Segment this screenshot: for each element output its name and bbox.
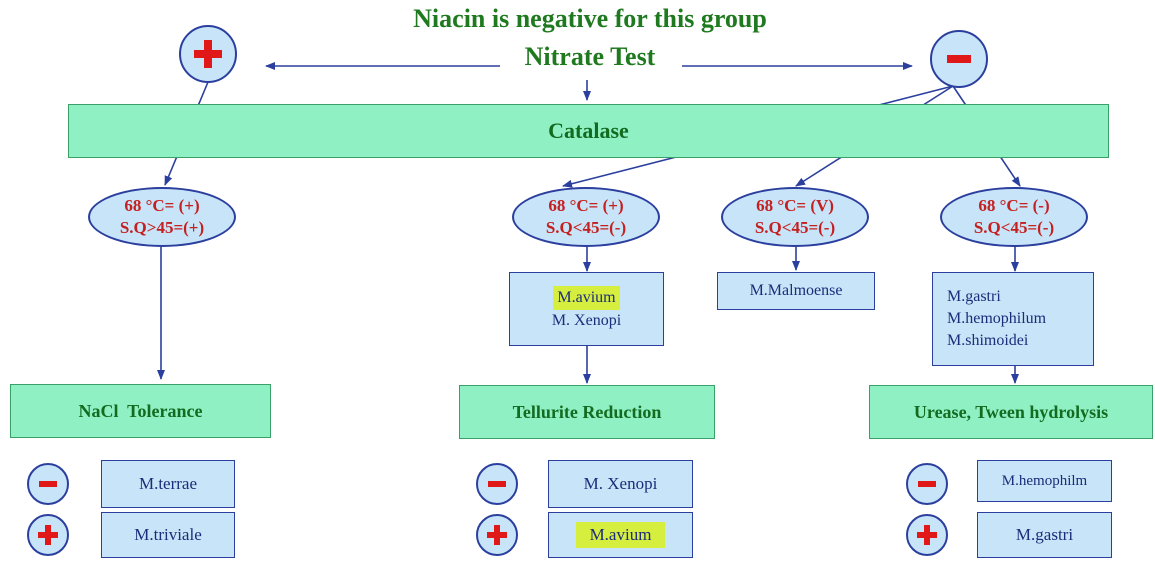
nitrate-test-label: Nitrate Test bbox=[524, 42, 656, 71]
nitrate-positive-circle bbox=[179, 25, 237, 83]
minus-icon bbox=[947, 55, 971, 63]
nitrate-negative-circle bbox=[930, 30, 988, 88]
catalase-bar: Catalase bbox=[68, 104, 1109, 158]
plus-icon bbox=[487, 525, 507, 545]
test-nacl-tolerance: NaCl Tolerance bbox=[10, 384, 271, 438]
condition-sq: S.Q<45=(-) bbox=[754, 218, 836, 237]
plus-icon bbox=[194, 40, 222, 68]
minus-icon bbox=[488, 481, 506, 487]
species-box-avium-group: M.avium M. Xenopi bbox=[509, 272, 664, 346]
positive-circle bbox=[906, 514, 948, 556]
test-urease-tween: Urease, Tween hydrolysis bbox=[869, 385, 1153, 439]
negative-circle bbox=[906, 463, 948, 505]
species-xenopi: M. Xenopi bbox=[551, 312, 622, 329]
negative-circle bbox=[27, 463, 69, 505]
result-negative-2: M. Xenopi bbox=[548, 460, 693, 508]
minus-icon bbox=[918, 481, 936, 487]
species-shimoidei: M.shimoidei bbox=[947, 332, 1029, 349]
minus-icon bbox=[39, 481, 57, 487]
result-negative-1: M.terrae bbox=[101, 460, 235, 508]
plus-icon bbox=[38, 525, 58, 545]
condition-temp: 68 °C= (+) bbox=[124, 196, 200, 215]
positive-circle bbox=[476, 514, 518, 556]
species-malmoense: M.Malmoense bbox=[749, 282, 843, 299]
condition-ellipse-3: 68 °C= (V) S.Q<45=(-) bbox=[721, 187, 869, 247]
species-gastri: M.gastri bbox=[947, 288, 1001, 305]
title: Niacin is negative for this group bbox=[413, 4, 767, 33]
condition-ellipse-1: 68 °C= (+) S.Q>45=(+) bbox=[88, 187, 236, 247]
condition-sq: S.Q<45=(-) bbox=[973, 218, 1055, 237]
condition-sq: S.Q<45=(-) bbox=[545, 218, 627, 237]
species-avium: M.avium bbox=[553, 286, 620, 310]
condition-temp: 68 °C= (-) bbox=[978, 196, 1050, 215]
test-tellurite-reduction: Tellurite Reduction bbox=[459, 385, 715, 439]
condition-temp: 68 °C= (+) bbox=[548, 196, 624, 215]
negative-circle bbox=[476, 463, 518, 505]
species-box-malmoense: M.Malmoense bbox=[717, 272, 875, 310]
positive-circle bbox=[27, 514, 69, 556]
species-hemophilum: M.hemophilum bbox=[947, 310, 1047, 327]
species-box-gastri-group: M.gastri M.hemophilum M.shimoidei bbox=[932, 272, 1094, 366]
condition-sq: S.Q>45=(+) bbox=[119, 218, 205, 237]
species-avium-highlight: M.avium bbox=[575, 522, 666, 548]
result-positive-1: M.triviale bbox=[101, 512, 235, 558]
result-negative-3: M.hemophilm bbox=[977, 460, 1112, 502]
condition-temp: 68 °C= (V) bbox=[756, 196, 834, 215]
result-positive-2: M.avium bbox=[548, 512, 693, 558]
plus-icon bbox=[917, 525, 937, 545]
condition-ellipse-2: 68 °C= (+) S.Q<45=(-) bbox=[512, 187, 660, 247]
condition-ellipse-4: 68 °C= (-) S.Q<45=(-) bbox=[940, 187, 1088, 247]
result-positive-3: M.gastri bbox=[977, 512, 1112, 558]
